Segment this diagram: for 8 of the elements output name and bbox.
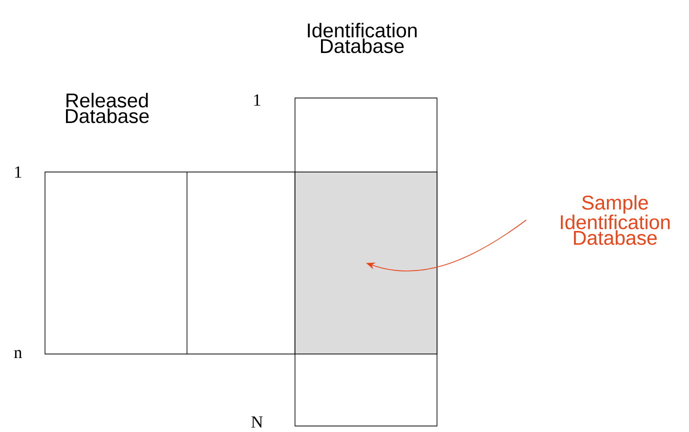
axis-label: N <box>251 416 263 428</box>
axis-label: n <box>14 350 22 358</box>
heading: Identification Database <box>308 22 417 54</box>
heading: Sample Identification Database <box>560 195 670 245</box>
heading: Released Database <box>66 92 149 124</box>
axis-label: 1 <box>254 94 260 106</box>
shaded-region <box>294 172 438 354</box>
axis-label: 1 <box>15 166 22 178</box>
